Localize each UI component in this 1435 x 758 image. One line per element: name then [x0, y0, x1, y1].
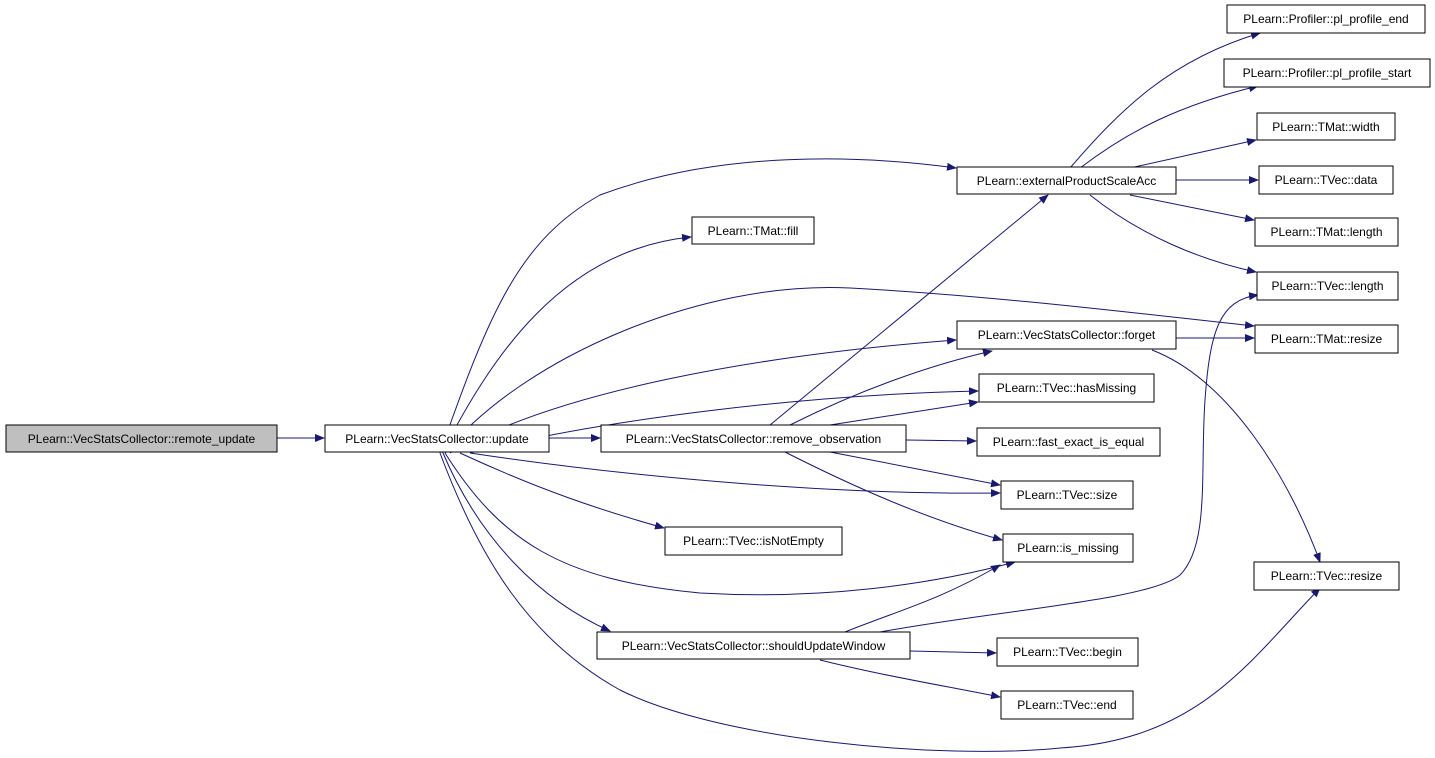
edge-should-update-to-is-missing	[844, 564, 1001, 633]
edge-external-to-profile-start	[1079, 84, 1259, 169]
node-label: PLearn::TMat::fill	[708, 224, 799, 238]
node-update[interactable]: PLearn::VecStatsCollector::update	[324, 424, 550, 453]
node-tvec-length[interactable]: PLearn::TVec::length	[1256, 271, 1399, 301]
edge-update-to-is-not-empty	[459, 452, 665, 530]
node-label: PLearn::Profiler::pl_profile_start	[1243, 66, 1412, 80]
node-tmat-resize[interactable]: PLearn::TMat::resize	[1254, 324, 1399, 354]
node-label: PLearn::VecStatsCollector::forget	[978, 328, 1156, 342]
node-label: PLearn::is_missing	[1017, 541, 1118, 555]
node-label: PLearn::externalProductScaleAcc	[977, 174, 1156, 188]
node-should-update-window[interactable]: PLearn::VecStatsCollector::shouldUpdateW…	[596, 631, 911, 660]
node-label: PLearn::VecStatsCollector::remote_update	[28, 432, 256, 446]
edge-remove-to-fast-exact	[905, 436, 977, 445]
node-has-missing[interactable]: PLearn::TVec::hasMissing	[978, 373, 1155, 403]
node-label: PLearn::VecStatsCollector::update	[345, 432, 529, 446]
node-is-not-empty[interactable]: PLearn::TVec::isNotEmpty	[664, 526, 843, 556]
edge-update-to-tmat-fill	[441, 233, 692, 454]
edge-should-update-to-begin	[909, 648, 997, 657]
edge-remove-to-is-missing	[784, 451, 1003, 542]
edge-external-to-profile-end	[1069, 31, 1261, 169]
node-external-product-scale-acc[interactable]: PLearn::externalProductScaleAcc	[956, 166, 1177, 195]
edge-remove-to-external-product	[769, 194, 1049, 426]
edge-update-to-is-missing	[444, 452, 1016, 596]
node-tvec-size[interactable]: PLearn::TVec::size	[1000, 480, 1134, 510]
edge-should-update-to-end	[819, 659, 1001, 700]
edge-external-to-tmat-length	[1129, 194, 1255, 223]
node-forget[interactable]: PLearn::VecStatsCollector::forget	[956, 320, 1177, 350]
edge-update-to-tmat-resize	[444, 286, 1255, 454]
node-label: PLearn::TVec::isNotEmpty	[683, 534, 824, 548]
edge-remove-to-has-missing	[829, 399, 979, 426]
node-label: PLearn::TVec::begin	[1013, 645, 1122, 659]
node-label: PLearn::TVec::size	[1017, 488, 1118, 502]
node-label: PLearn::Profiler::pl_profile_end	[1243, 12, 1408, 26]
edge-should-update-to-tvec-length	[879, 292, 1259, 633]
node-label: PLearn::VecStatsCollector::remove_observ…	[626, 432, 881, 446]
node-label: PLearn::TVec::length	[1271, 279, 1383, 293]
node-is-missing[interactable]: PLearn::is_missing	[1002, 533, 1134, 563]
node-label: PLearn::TVec::hasMissing	[997, 381, 1136, 395]
node-label: PLearn::TVec::data	[1275, 173, 1378, 187]
edge-remove-to-tvec-size	[829, 451, 1001, 488]
node-tvec-begin[interactable]: PLearn::TVec::begin	[996, 637, 1139, 667]
node-label: PLearn::TMat::length	[1270, 225, 1382, 239]
edge-external-to-tmat-width	[1129, 138, 1257, 169]
node-profile-end[interactable]: PLearn::Profiler::pl_profile_end	[1226, 4, 1426, 34]
node-label: PLearn::TVec::resize	[1271, 569, 1383, 583]
node-layer: PLearn::VecStatsCollector::remote_update…	[5, 4, 1431, 720]
node-tvec-resize[interactable]: PLearn::TVec::resize	[1253, 561, 1400, 591]
edge-update-to-tvec-size	[469, 452, 1001, 498]
node-tmat-width[interactable]: PLearn::TMat::width	[1256, 112, 1396, 141]
node-label: PLearn::TVec::end	[1017, 698, 1116, 712]
node-tvec-data[interactable]: PLearn::TVec::data	[1258, 165, 1394, 195]
node-fast-exact-is-equal[interactable]: PLearn::fast_exact_is_equal	[976, 427, 1161, 457]
node-label: PLearn::TMat::resize	[1271, 332, 1383, 346]
node-label: PLearn::fast_exact_is_equal	[993, 435, 1144, 449]
node-tvec-end[interactable]: PLearn::TVec::end	[1000, 690, 1134, 720]
edge-external-to-tvec-length	[1089, 194, 1257, 275]
node-label: PLearn::VecStatsCollector::shouldUpdateW…	[622, 639, 886, 653]
node-tmat-length[interactable]: PLearn::TMat::length	[1254, 217, 1399, 247]
node-remote-update[interactable]: PLearn::VecStatsCollector::remote_update	[5, 424, 278, 453]
node-profile-start[interactable]: PLearn::Profiler::pl_profile_start	[1223, 58, 1431, 88]
edge-forget-to-tvec-resize	[1151, 349, 1321, 563]
edge-update-to-should-update-window	[442, 452, 611, 632]
edge-update-to-tvec-resize	[439, 452, 1321, 752]
node-remove-observation[interactable]: PLearn::VecStatsCollector::remove_observ…	[600, 424, 907, 453]
node-tmat-fill[interactable]: PLearn::TMat::fill	[691, 216, 815, 245]
edge-remove-to-forget	[789, 349, 993, 426]
node-label: PLearn::TMat::width	[1272, 120, 1379, 134]
edge-update-to-external-product	[439, 158, 957, 454]
